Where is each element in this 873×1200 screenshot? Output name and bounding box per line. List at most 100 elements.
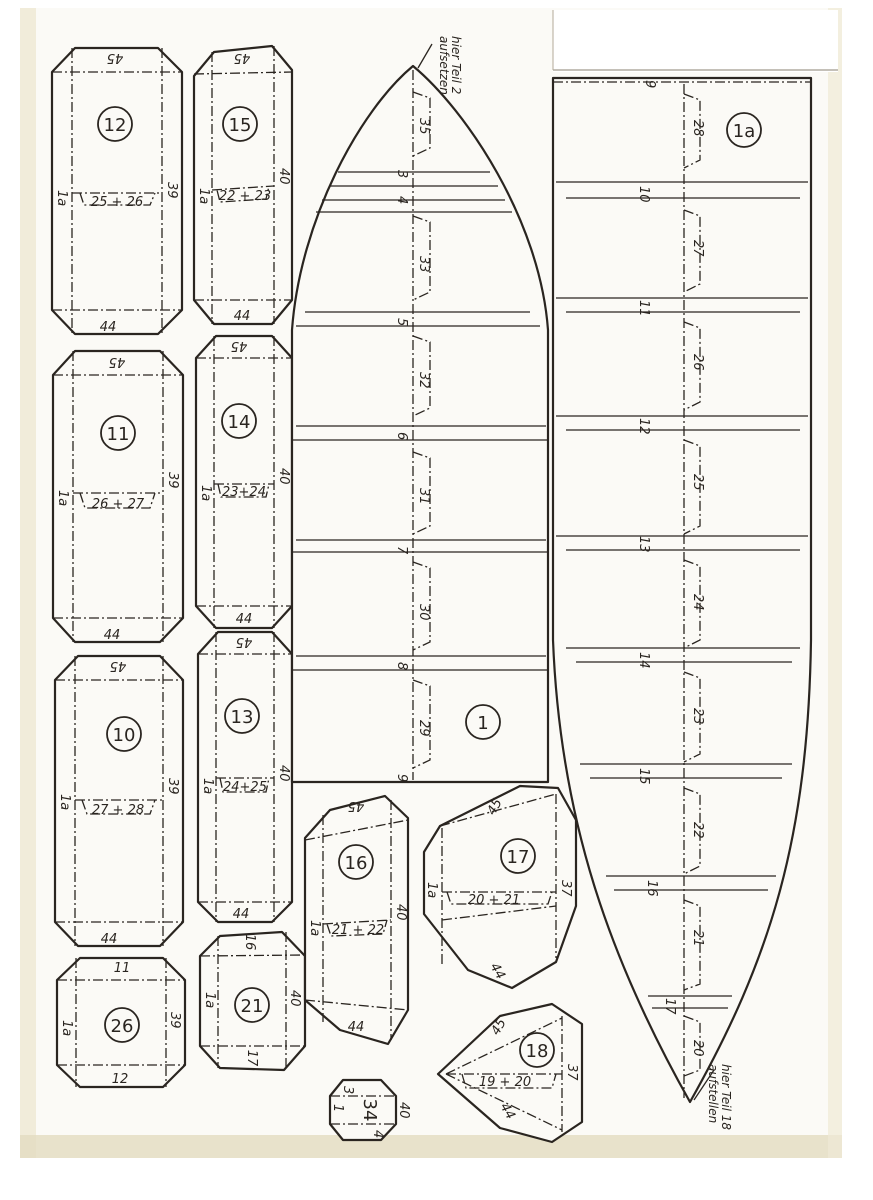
part-number: 16 [345, 853, 368, 874]
glue-label: 44 [233, 907, 250, 922]
part-15: 15 45 1a 22 + 23 40 44 [192, 44, 294, 326]
glue-label: 16 [242, 934, 257, 951]
glue-label: 39 [167, 1012, 182, 1029]
glue-label: 44 [497, 1101, 518, 1123]
part-14: 14 45 1a 23+24 40 44 [194, 334, 294, 630]
part-number: 15 [229, 115, 252, 136]
glue-label: 1a [424, 882, 439, 898]
glue-label: 4 [394, 196, 409, 204]
glue-label: 26 + 27 [92, 497, 145, 512]
glue-label: 37 [558, 880, 573, 897]
glue-label: 37 [564, 1064, 579, 1081]
part-number: 18 [526, 1041, 549, 1062]
glue-label: 45 [484, 796, 505, 818]
glue-label: 5 [394, 318, 409, 326]
glue-label: 17 [244, 1050, 259, 1067]
glue-label: 16 [644, 880, 659, 897]
part-21: 21 16 1a 40 17 [198, 930, 307, 1072]
glue-label: 44 [101, 932, 118, 947]
glue-label: 4 [370, 1130, 385, 1138]
part-number: 21 [241, 996, 264, 1017]
glue-label: 1a [200, 778, 215, 794]
glue-label: 11 [114, 961, 131, 976]
glue-label: 29 [416, 720, 431, 737]
glue-label: 12 [636, 418, 651, 435]
assembly-note-top: hier Teil 2 aufsetzen [417, 36, 463, 95]
glue-label: 22 + 23 [219, 189, 271, 204]
glue-label: 45 [488, 1016, 509, 1038]
glue-label: 21 [690, 930, 705, 947]
glue-label: 6 [394, 432, 409, 440]
glue-label: 39 [164, 182, 179, 199]
part-16: 16 45 1a 21 + 22 40 44 [303, 794, 410, 1046]
part-number: 1a [733, 121, 755, 142]
glue-label: 1a [55, 490, 70, 506]
glue-label: 27 + 28 [92, 803, 144, 818]
glue-label: 44 [348, 1020, 365, 1035]
glue-label: 24 [690, 594, 705, 611]
part-number: 1 [477, 713, 488, 734]
glue-label: 17 [662, 998, 677, 1015]
part-number: 26 [111, 1016, 134, 1037]
glue-label: 40 [396, 1102, 411, 1119]
glue-label: 40 [276, 468, 291, 485]
glue-label: 35 [416, 118, 431, 135]
glue-label: 45 [348, 798, 365, 813]
glue-label: 45 [110, 658, 127, 673]
part-13: 13 45 1a 24+25 40 44 [196, 630, 294, 924]
svg-text:aufstellen: aufstellen [706, 1064, 720, 1123]
glue-label: 1a [196, 188, 211, 204]
glue-label: 7 [394, 546, 409, 555]
svg-text:hier Teil 18: hier Teil 18 [719, 1064, 733, 1130]
part-1a: 1a 9 28 10 27 11 26 12 25 13 24 14 23 15… [551, 76, 813, 1104]
glue-label: 45 [107, 50, 124, 65]
glue-label: 20 + 21 [468, 893, 520, 908]
part-12: 12 45 1a 25 + 26 39 44 [50, 46, 184, 336]
glue-label: 1 [330, 1104, 345, 1112]
glue-label: 11 [636, 300, 651, 317]
glue-label: 40 [276, 168, 291, 185]
glue-label: 23 [690, 708, 705, 725]
glue-label: 26 [690, 354, 705, 371]
part-number: 10 [113, 725, 136, 746]
glue-label: 1a [57, 794, 72, 810]
glue-label: 40 [393, 904, 408, 921]
glue-label: 1a [59, 1020, 74, 1036]
glue-label: 1a [307, 920, 322, 936]
part-number: 13 [231, 707, 254, 728]
glue-label: 27 [690, 240, 705, 257]
glue-label: 28 [690, 120, 705, 137]
part-number: 12 [104, 115, 127, 136]
glue-label: 14 [636, 652, 651, 669]
glue-label: 45 [236, 634, 253, 649]
glue-label: 19 + 20 [479, 1075, 531, 1090]
glue-label: 24+25 [223, 780, 267, 795]
glue-label: 22 [690, 822, 705, 839]
assembly-note-bottom: hier Teil 18 aufstellen [693, 1064, 733, 1130]
part-number: 11 [107, 424, 130, 445]
glue-label: 13 [636, 536, 651, 553]
glue-label: 40 [276, 765, 291, 782]
glue-label: 45 [231, 338, 248, 353]
glue-label: 25 + 26 [91, 195, 143, 210]
glue-label: 1a [202, 992, 217, 1008]
part-34: 34 3 1 4 40 [328, 1078, 411, 1142]
glue-label: 10 [636, 186, 651, 203]
glue-label: 15 [636, 768, 651, 785]
glue-label: 39 [165, 778, 180, 795]
glue-label: 9 [394, 774, 409, 782]
part-number: 14 [228, 412, 251, 433]
glue-label: 3 [340, 1086, 355, 1094]
glue-label: 30 [416, 604, 431, 621]
part-18: 18 45 19 + 20 37 44 [436, 1002, 584, 1144]
glue-label: 33 [416, 256, 431, 273]
glue-label: 44 [104, 628, 121, 643]
glue-label: 9 [642, 80, 657, 88]
glue-label: 20 [690, 1040, 705, 1057]
part-26: 26 11 1a 39 12 [55, 956, 187, 1089]
glue-label: 25 [690, 474, 705, 491]
glue-label: 45 [109, 354, 126, 369]
part-17: 17 45 1a 20 + 21 37 44 [422, 784, 578, 990]
glue-label: 12 [112, 1072, 129, 1087]
